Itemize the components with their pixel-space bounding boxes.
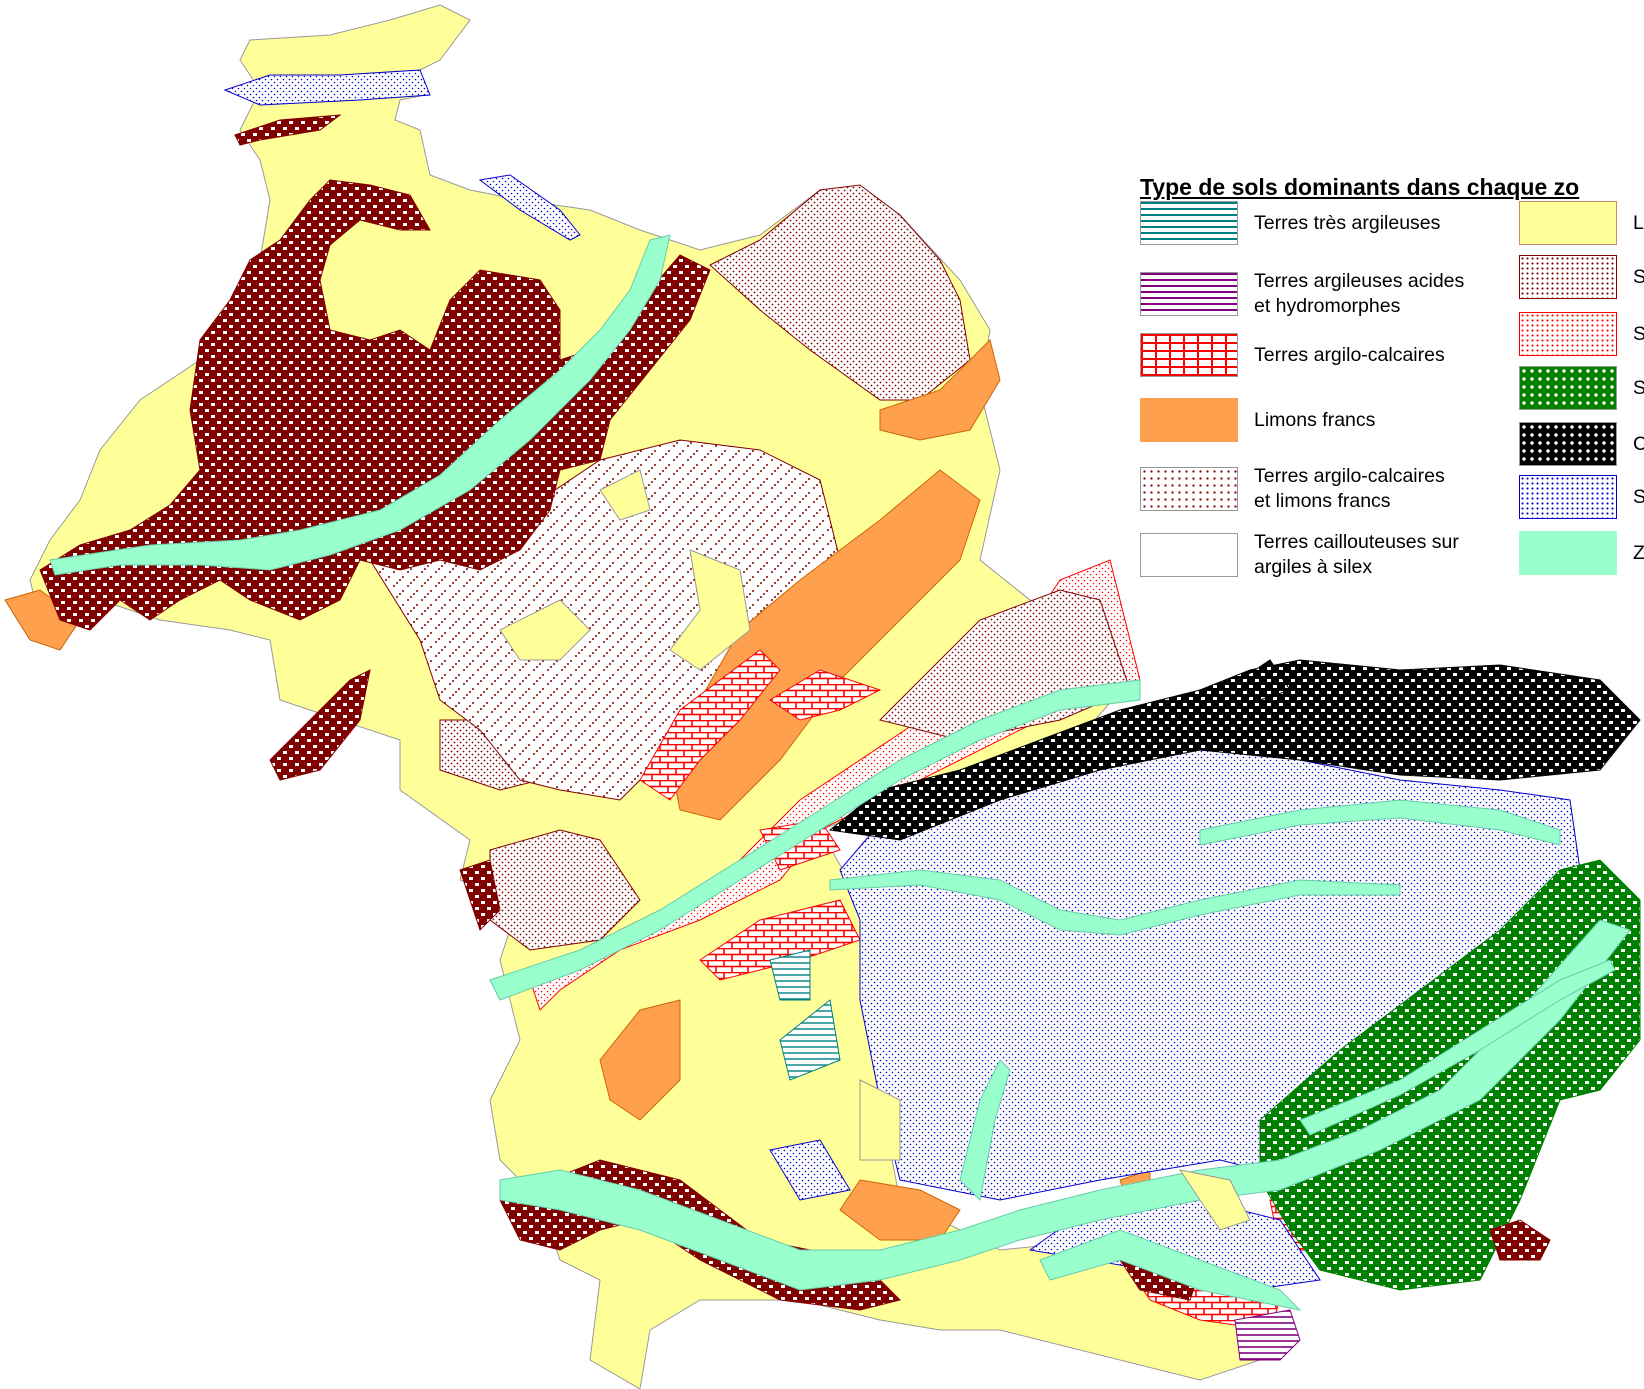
legend-swatch-caillouteuses <box>1140 533 1238 577</box>
zone-yellow-island-5 <box>859 1079 901 1161</box>
legend-label-argileuses-acides: Terres argileuses acides et hydromorphes <box>1254 269 1464 319</box>
zone-orange-5 <box>4 589 81 651</box>
zone-yellow-island-3 <box>599 469 651 521</box>
legend-item-s-red-dots: S <box>1519 312 1644 356</box>
legend-swatch-limons-francs <box>1140 398 1238 442</box>
zone-maroon-block-nw-3 <box>269 669 371 781</box>
zone-green-block <box>1259 859 1641 1291</box>
zone-brick-2 <box>769 669 882 721</box>
legend-item-argilo-calcaires: Terres argilo-calcaires <box>1140 333 1445 377</box>
legend-label-limons-francs: Limons francs <box>1254 408 1375 433</box>
legend-label-line1: Terres argilo-calcaires <box>1254 343 1445 366</box>
legend-item-caillouteuses: Terres caillouteuses sur argiles à silex <box>1140 530 1459 580</box>
legend-title: Type de sols dominants dans chaque zo <box>1140 174 1580 200</box>
river-green-zone <box>1299 959 1616 1136</box>
zone-yellow-island-1 <box>499 599 591 661</box>
legend-item-limons-francs: Limons francs <box>1140 398 1375 442</box>
zone-purple-hlines <box>1234 1309 1301 1361</box>
zone-orange-3 <box>599 999 681 1121</box>
legend-swatch-s-maroon-dots <box>1519 255 1617 299</box>
legend-swatch-argilo-calc-limons <box>1140 467 1238 511</box>
legend-item-l-yellow: L <box>1519 201 1644 245</box>
zone-teal-hlines-1 <box>769 949 811 1001</box>
zone-maroon-block-w <box>459 859 501 931</box>
legend-label-line1: Terres argilo-calcaires <box>1254 465 1445 487</box>
zone-maroon-dots-1 <box>709 184 971 401</box>
legend-label-tres-argileuses: Terres très argileuses <box>1254 211 1440 236</box>
zone-teal-hlines-2 <box>779 999 841 1081</box>
legend-swatch-s-green <box>1519 366 1617 410</box>
legend-label-l-yellow: L <box>1633 211 1644 234</box>
zone-orange-1 <box>669 469 981 821</box>
zone-maroon-block-se <box>1489 1219 1551 1261</box>
legend-label-line2: et hydromorphes <box>1254 295 1401 317</box>
legend-swatch-z-mint <box>1519 531 1617 575</box>
river-south <box>499 919 1631 1291</box>
legend-item-z-mint: Z <box>1519 531 1644 575</box>
legend-item-s-green: S <box>1519 366 1644 410</box>
zone-black-block-2 <box>1239 659 1291 701</box>
river-central <box>489 679 1141 1001</box>
legend-swatch-tres-argileuses <box>1140 201 1238 245</box>
zone-orange-2 <box>879 339 1001 441</box>
river-nw <box>49 234 671 576</box>
zone-yellow-island-2 <box>669 549 751 671</box>
zone-blue-dots-5 <box>769 1139 851 1201</box>
legend-label-argilo-calcaires: Terres argilo-calcaires <box>1254 343 1445 368</box>
legend-label-c-black: C <box>1633 432 1644 455</box>
zone-blue-dots-4 <box>478 174 581 241</box>
legend-item-argileuses-acides: Terres argileuses acides et hydromorphes <box>1140 269 1464 319</box>
legend-swatch-argilo-calcaires <box>1140 333 1238 377</box>
legend-item-s-blue-dots: S <box>1519 475 1644 519</box>
legend-label-line1: Limons francs <box>1254 408 1376 431</box>
zone-black-block <box>828 659 1641 841</box>
legend-label-caillouteuses: Terres caillouteuses sur argiles à silex <box>1254 530 1459 580</box>
legend-label-line1: Terres caillouteuses sur <box>1254 531 1459 553</box>
legend-label-z-mint: Z <box>1633 541 1644 564</box>
legend-label-s-green: S <box>1633 376 1644 399</box>
legend-item-s-maroon-dots: S <box>1519 255 1644 299</box>
river-se <box>1039 1229 1302 1311</box>
legend-label-line2: et limons francs <box>1254 490 1391 512</box>
legend-item-tres-argileuses: Terres très argileuses <box>1140 201 1440 245</box>
zone-yellow-island-4 <box>1178 1169 1251 1231</box>
zone-maroon-block-nw-2 <box>234 114 342 146</box>
legend-item-c-black: C <box>1519 422 1644 466</box>
legend-label-line1: Terres argileuses acides <box>1254 270 1465 292</box>
legend-label-s-maroon-dots: S <box>1633 265 1644 288</box>
zone-blue-dots-3 <box>223 69 431 106</box>
legend-label-argilo-calc-limons: Terres argilo-calcaires et limons francs <box>1254 464 1445 514</box>
legend-swatch-l-yellow <box>1519 201 1617 245</box>
river-south-tributary <box>959 1059 1011 1202</box>
legend-label-s-blue-dots: S <box>1633 485 1644 508</box>
legend-item-argilo-calc-limons: Terres argilo-calcaires et limons francs <box>1140 464 1445 514</box>
zone-maroon-dots-4 <box>489 829 641 951</box>
river-blue-zone-2 <box>1199 799 1561 846</box>
legend-label-line1: Terres très argileuses <box>1254 211 1441 234</box>
zone-brick-1 <box>639 649 781 801</box>
legend-swatch-c-black <box>1519 422 1617 466</box>
zone-maroon-block-nw <box>39 179 711 631</box>
river-blue-zone <box>829 869 1401 936</box>
legend-swatch-s-red-dots <box>1519 312 1617 356</box>
legend-label-s-red-dots: S <box>1633 322 1644 345</box>
legend-swatch-s-blue-dots <box>1519 475 1617 519</box>
legend-label-line2: argiles à silex <box>1254 556 1373 578</box>
legend-swatch-argileuses-acides <box>1140 272 1238 316</box>
